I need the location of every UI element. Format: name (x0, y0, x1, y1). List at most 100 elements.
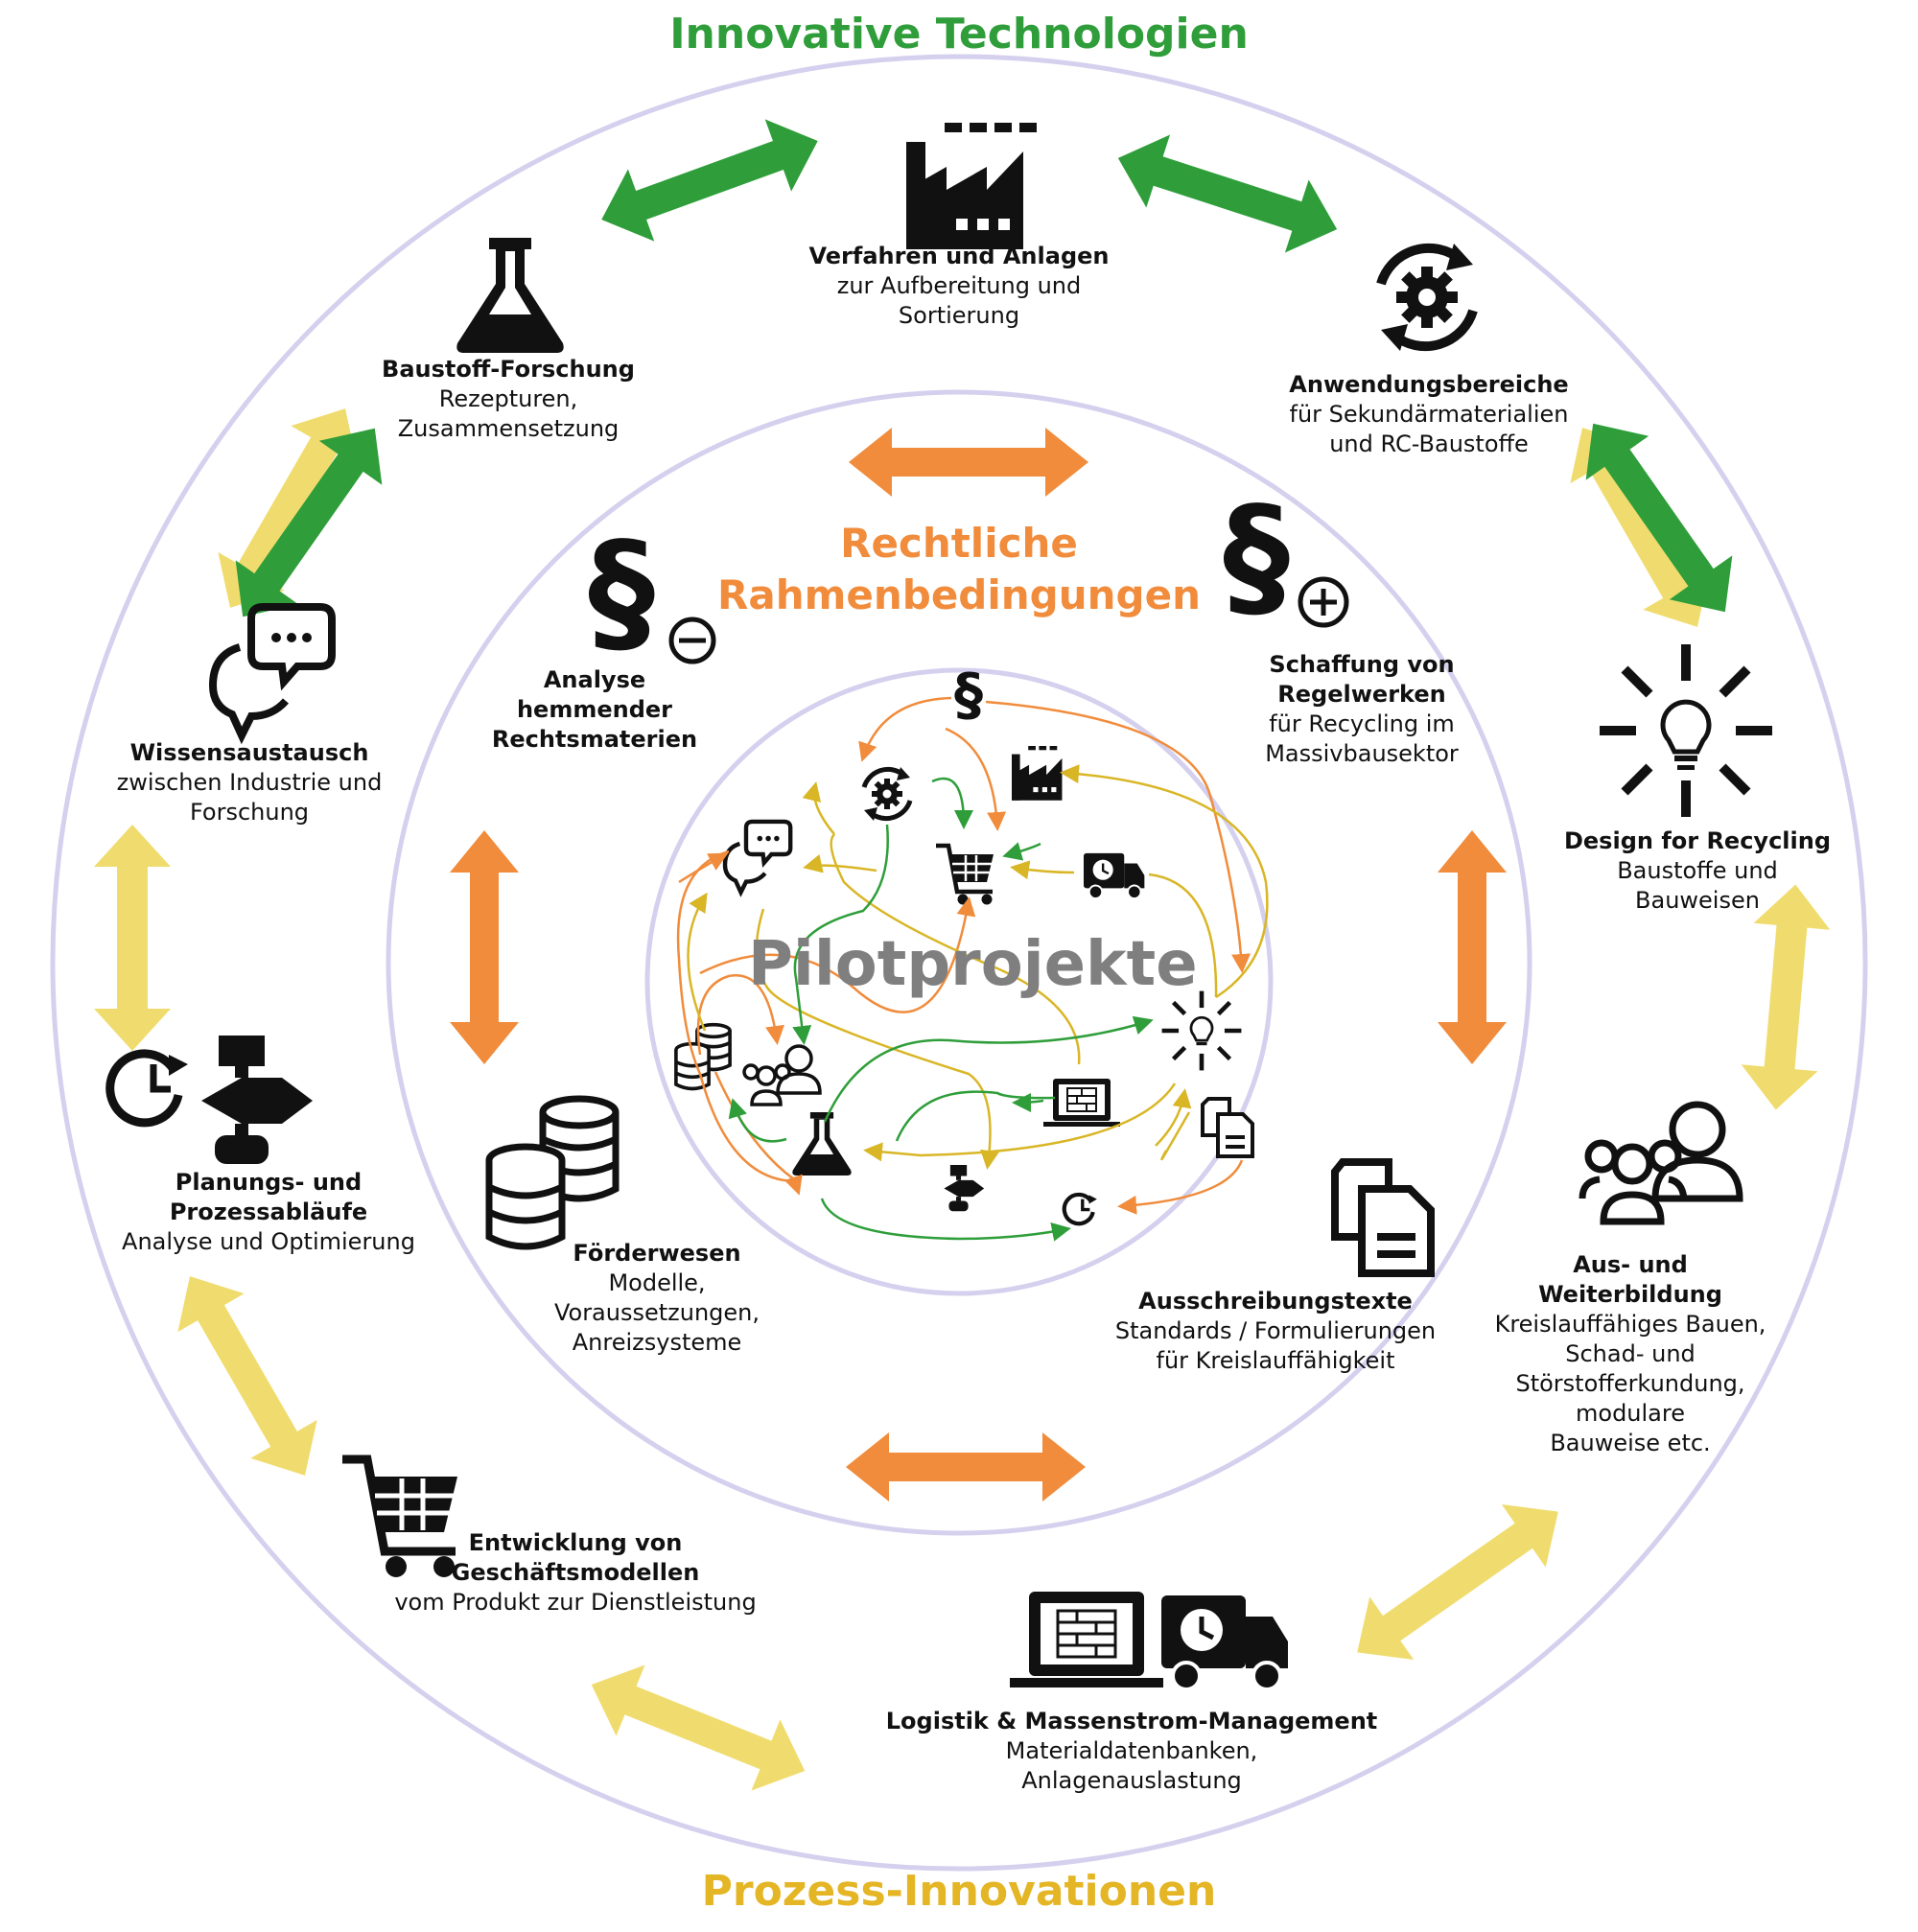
process-flow-icon (105, 1036, 313, 1164)
node-planung-line1: Analyse und Optimierung (122, 1228, 415, 1255)
people-icon (1579, 1101, 1743, 1225)
title-innovative-technologien: Innovative Technologien (669, 10, 1249, 58)
node-foerder-line1: Modelle, (608, 1269, 706, 1296)
node-baustoff-line2: Zusammensetzung (397, 415, 620, 442)
small-clock-cycle-icon (1062, 1192, 1097, 1226)
factory-icon (906, 123, 1037, 249)
node-anwendung: Anwendungsbereiche für Sekundärmateriali… (1266, 370, 1592, 459)
node-foerder-title: Förderwesen (573, 1240, 741, 1267)
node-ausbildung-title1: Aus- und (1573, 1251, 1688, 1278)
node-ausschreibung-line2: für Kreislauffähigkeit (1156, 1347, 1395, 1374)
node-ausbildung: Aus- und Weiterbildung Kreislauffähiges … (1482, 1250, 1779, 1458)
arrow-green-right-upper (1585, 423, 1733, 613)
node-schaffung-line1: für Recycling im (1269, 710, 1455, 737)
outer-ring (50, 54, 1868, 1872)
node-logistik-line1: Materialdatenbanken, (1005, 1737, 1258, 1764)
node-baustoff-line1: Rezepturen, (438, 385, 578, 412)
node-foerder-line2: Voraussetzungen, (553, 1299, 760, 1326)
node-foerder: Förderwesen Modelle, Voraussetzungen, An… (537, 1239, 777, 1358)
node-planung: Planungs- und Prozessabläufe Analyse und… (110, 1168, 427, 1257)
small-truck-icon (1084, 852, 1145, 899)
node-logistik-line2: Anlagenauslastung (1021, 1767, 1242, 1794)
gear-cycle-icon (1376, 243, 1478, 352)
arrow-green-top-right (1117, 134, 1338, 253)
arrow-yellow-bottom-left (591, 1664, 806, 1791)
svg-text:§: § (588, 514, 655, 670)
small-chat-icon (722, 819, 793, 897)
laptop-truck-icon (1010, 1592, 1288, 1691)
arrow-orange-left (450, 830, 519, 1064)
node-schaffung: Schaffung von Regelwerken für Recycling … (1232, 650, 1491, 769)
node-wissen: Wissensaustausch zwischen Industrie und … (101, 738, 398, 827)
lightbulb-icon (1600, 644, 1772, 817)
arrow-orange-bottom (846, 1432, 1086, 1501)
node-schaffung-line2: Massivbausektor (1265, 740, 1459, 767)
small-cart-icon (936, 843, 994, 905)
chat-bubbles-icon (208, 603, 336, 745)
title-rechtliche-line1: Rechtliche (840, 520, 1078, 567)
arrow-green-left-upper (235, 428, 383, 617)
node-design-line2: Bauweisen (1635, 887, 1760, 914)
arrow-yellow-right-upper (1570, 428, 1710, 627)
node-verfahren-title: Verfahren und Anlagen (808, 243, 1110, 269)
center-paragraph-icon: § (954, 662, 983, 729)
documents-icon (1331, 1158, 1435, 1277)
node-ausbildung-line1: Kreislauffähiges Bauen, (1494, 1311, 1766, 1338)
arrow-yellow-left-mid (94, 825, 171, 1051)
node-analyse-title3: Rechtsmaterien (491, 726, 698, 753)
arrow-yellow-right-mid (1741, 884, 1831, 1110)
node-verfahren-line1: zur Aufbereitung und (836, 272, 1082, 299)
node-ausbildung-line4: modulare (1576, 1400, 1685, 1427)
node-baustoff: Baustoff-Forschung Rezepturen, Zusammens… (364, 355, 652, 444)
node-schaffung-title2: Regelwerken (1277, 681, 1446, 708)
node-logistik: Logistik & Massenstrom-Management Materi… (882, 1707, 1381, 1796)
arrow-orange-right (1438, 830, 1507, 1064)
paragraph-plus-icon: § (1223, 478, 1349, 635)
small-people-icon (742, 1044, 822, 1106)
shopping-cart-icon (342, 1455, 457, 1577)
node-wissen-line2: Forschung (189, 799, 310, 826)
arrow-yellow-left-upper (218, 408, 358, 608)
node-anwendung-line2: und RC-Baustoffe (1329, 431, 1529, 457)
node-wissen-title: Wissensaustausch (129, 739, 369, 766)
center-paragraph-text: § (954, 662, 983, 729)
node-design-line1: Baustoffe und (1617, 857, 1778, 884)
node-ausbildung-line3: Störstofferkundung, (1515, 1370, 1745, 1397)
title-pilotprojekte: Pilotprojekte (748, 929, 1198, 1000)
node-anwendung-line1: für Sekundärmaterialien (1289, 401, 1569, 428)
small-laptop-icon (1043, 1079, 1120, 1127)
node-ausbildung-line2: Schad- und (1565, 1340, 1696, 1367)
small-gear-cycle-icon (861, 766, 913, 822)
node-verfahren: Verfahren und Anlagen zur Aufbereitung u… (796, 242, 1122, 331)
node-foerder-line3: Anreizsysteme (572, 1329, 742, 1356)
node-design: Design for Recycling Baustoffe und Bauwe… (1554, 826, 1841, 916)
node-planung-title1: Planungs- und (175, 1169, 363, 1196)
small-database-icon (674, 1022, 732, 1091)
node-ausschreibung: Ausschreibungstexte Standards / Formulie… (1103, 1287, 1448, 1376)
arrow-orange-top (849, 428, 1088, 497)
node-baustoff-title: Baustoff-Forschung (382, 356, 635, 383)
flask-icon (456, 238, 564, 353)
middle-ring (386, 389, 1532, 1536)
network-connectors (676, 696, 1269, 1242)
title-rechtliche-line2: Rahmenbedingungen (717, 571, 1201, 618)
node-verfahren-line2: Sortierung (898, 302, 1020, 329)
node-geschaeft-title1: Entwicklung von (468, 1529, 683, 1556)
arrow-yellow-left-lower (177, 1276, 317, 1476)
arrow-yellow-right-lower (1357, 1504, 1558, 1660)
arrow-green-top-left (601, 119, 818, 242)
node-anwendung-title: Anwendungsbereiche (1289, 371, 1569, 398)
node-analyse: Analyse hemmender Rechtsmaterien (475, 665, 714, 755)
node-schaffung-title1: Schaffung von (1269, 651, 1455, 678)
node-geschaeft-line1: vom Produkt zur Dienstleistung (394, 1589, 757, 1616)
node-design-title: Design for Recycling (1563, 827, 1832, 854)
small-flask-icon (792, 1112, 852, 1175)
paragraph-minus-icon: § (588, 514, 716, 670)
node-wissen-line1: zwischen Industrie und (116, 769, 383, 796)
node-ausbildung-line5: Bauweise etc. (1550, 1430, 1711, 1456)
svg-text:§: § (1223, 478, 1290, 635)
small-process-flow-icon (944, 1165, 985, 1212)
small-lightbulb-icon (1161, 990, 1242, 1071)
node-geschaeft: Entwicklung von Geschäftsmodellen vom Pr… (388, 1528, 762, 1618)
